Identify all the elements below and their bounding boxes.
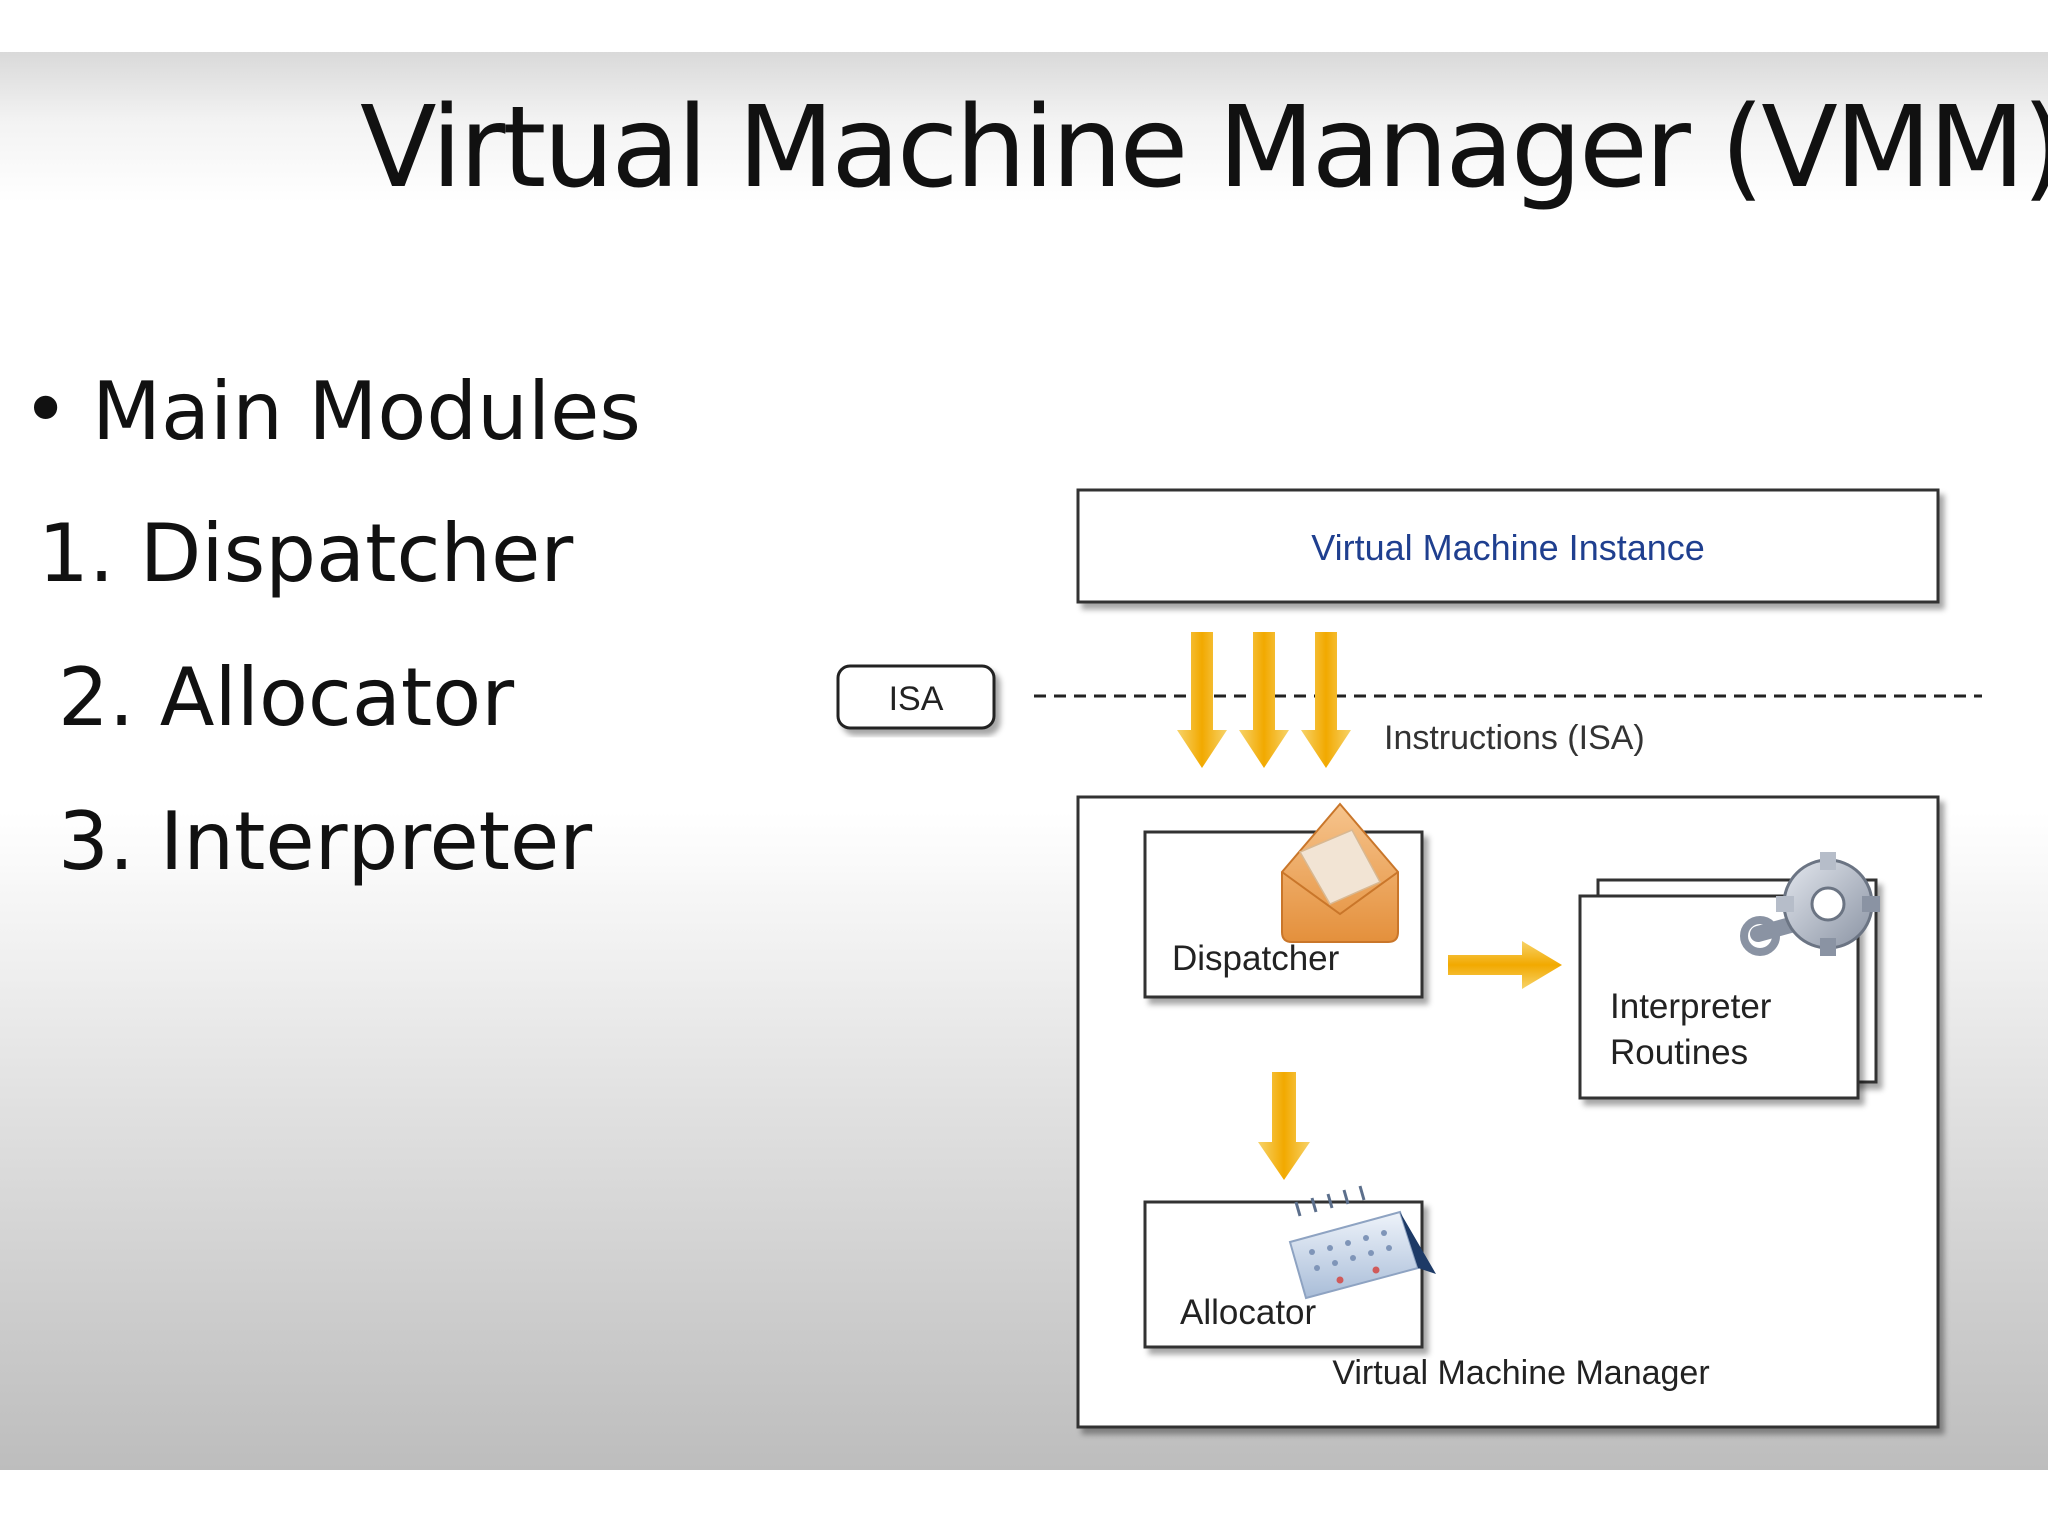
dispatch-to-allocator-arrow (1258, 1072, 1310, 1180)
isa-box: ISA (836, 664, 996, 730)
interpreter-routines-box: Interpreter Routines (1578, 878, 1878, 1100)
list-item-interpreter: 3. Interpreter (58, 795, 593, 888)
slide: Virtual Machine Manager (VMM) • Main Mod… (0, 52, 2048, 1470)
instruction-arrow-1 (1177, 632, 1227, 768)
interpreter-label-line2: Routines (1610, 1033, 1748, 1072)
interpreter-label-line1: Interpreter (1610, 987, 1772, 1026)
instruction-arrow-2 (1239, 632, 1289, 768)
instruction-arrow-3 (1301, 632, 1351, 768)
instruction-arrows (1177, 632, 1351, 768)
dispatcher-label: Dispatcher (1172, 939, 1340, 978)
envelope-icon (1281, 802, 1399, 943)
vm-instance-label: Virtual Machine Instance (1311, 527, 1705, 568)
vm-instance-box: Virtual Machine Instance (1076, 488, 1940, 604)
list-item-allocator: 2. Allocator (58, 651, 515, 744)
allocator-label: Allocator (1180, 1293, 1317, 1332)
gear-wrench-icon (1740, 852, 1880, 956)
bullet-marker: • (22, 363, 70, 456)
dispatch-to-interpreter-arrow (1448, 941, 1562, 989)
vmm-label: Virtual Machine Manager (1332, 1354, 1709, 1392)
isa-label: ISA (889, 680, 944, 718)
list-item-dispatcher: 1. Dispatcher (38, 507, 574, 600)
calendar-icon (1288, 1185, 1436, 1300)
vmm-diagram: Virtual Machine Instance ISA Instruction… (836, 488, 1982, 1429)
instructions-label: Instructions (ISA) (1384, 719, 1645, 757)
page-title: Virtual Machine Manager (VMM) (360, 83, 2048, 213)
bullet-main-modules: Main Modules (92, 365, 641, 458)
